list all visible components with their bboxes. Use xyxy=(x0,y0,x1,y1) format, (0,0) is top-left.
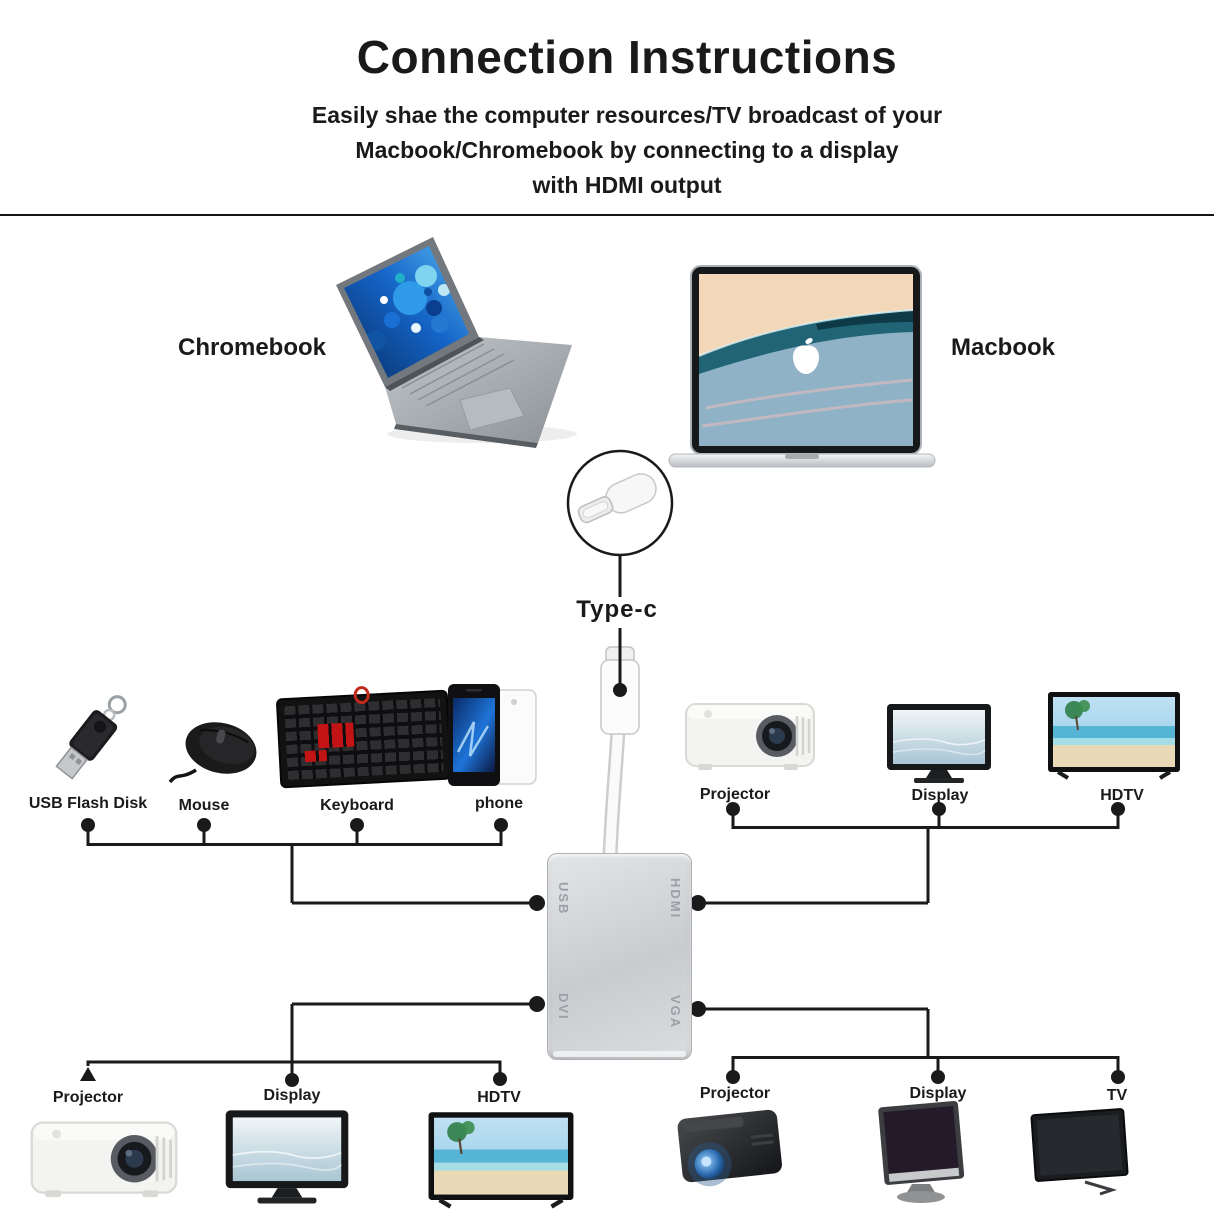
device-label-mouse: Mouse xyxy=(178,797,230,814)
device-label-display-bottom-left: Display xyxy=(263,1087,321,1104)
device-label-tv-bottom-right: TV xyxy=(1106,1087,1128,1104)
subtitle-line-1: Easily shae the computer resources/TV br… xyxy=(311,102,943,128)
device-label-projector-top-right: Projector xyxy=(699,786,771,803)
keyboard-red-keys xyxy=(317,722,355,749)
device-label-phone: phone xyxy=(475,795,523,812)
hdtv-image-top-right xyxy=(1046,690,1182,782)
display-image-bottom-right xyxy=(878,1100,965,1203)
chromebook-label: Chromebook xyxy=(177,334,327,361)
chromebook-image xyxy=(336,237,577,448)
device-label-hdtv-top-right: HDTV xyxy=(1100,787,1144,804)
usb-c-hub-adapter: USB HDMI DVI VGA xyxy=(547,853,692,1060)
device-label-usb-flash-disk: USB Flash Disk xyxy=(28,795,148,812)
separator-line xyxy=(0,214,1214,216)
projector-image-bottom-right xyxy=(677,1109,782,1187)
device-label-projector-bottom-left: Projector xyxy=(52,1089,124,1106)
hub-port-label-dvi: DVI xyxy=(556,993,571,1021)
usb-flash-drive-image xyxy=(55,695,127,780)
projector-image-top-right xyxy=(680,684,820,784)
device-label-projector-bottom-right: Projector xyxy=(699,1085,771,1102)
hub-port-label-usb: USB xyxy=(556,882,571,916)
mouse-image xyxy=(168,722,257,784)
keyboard-red-keys-2 xyxy=(304,749,328,763)
hdtv-image-bottom-left xyxy=(426,1110,576,1211)
device-label-keyboard: Keyboard xyxy=(320,797,394,814)
subtitle-line-3: with HDMI output xyxy=(532,172,722,198)
device-label-display-bottom-right: Display xyxy=(909,1085,967,1102)
tv-image-bottom-right xyxy=(1030,1108,1129,1196)
hub-port-label-vga: VGA xyxy=(668,994,683,1029)
display-image-bottom-left xyxy=(222,1108,352,1207)
typec-label: Type-c xyxy=(576,596,658,623)
macbook-image xyxy=(668,265,936,468)
page-title: Connection Instructions xyxy=(356,31,898,83)
phone-image xyxy=(448,684,537,786)
device-label-display-top-right: Display xyxy=(911,787,969,804)
macbook-label: Macbook xyxy=(950,334,1056,361)
projector-image-bottom-left xyxy=(25,1100,183,1213)
display-image-top-right xyxy=(884,702,994,786)
keyboard-image xyxy=(275,685,453,789)
hub-port-label-hdmi: HDMI xyxy=(668,878,683,920)
keyboard-keys xyxy=(284,697,444,781)
device-label-hdtv-bottom-left: HDTV xyxy=(477,1089,521,1106)
subtitle-line-2: Macbook/Chromebook by connecting to a di… xyxy=(355,137,899,163)
